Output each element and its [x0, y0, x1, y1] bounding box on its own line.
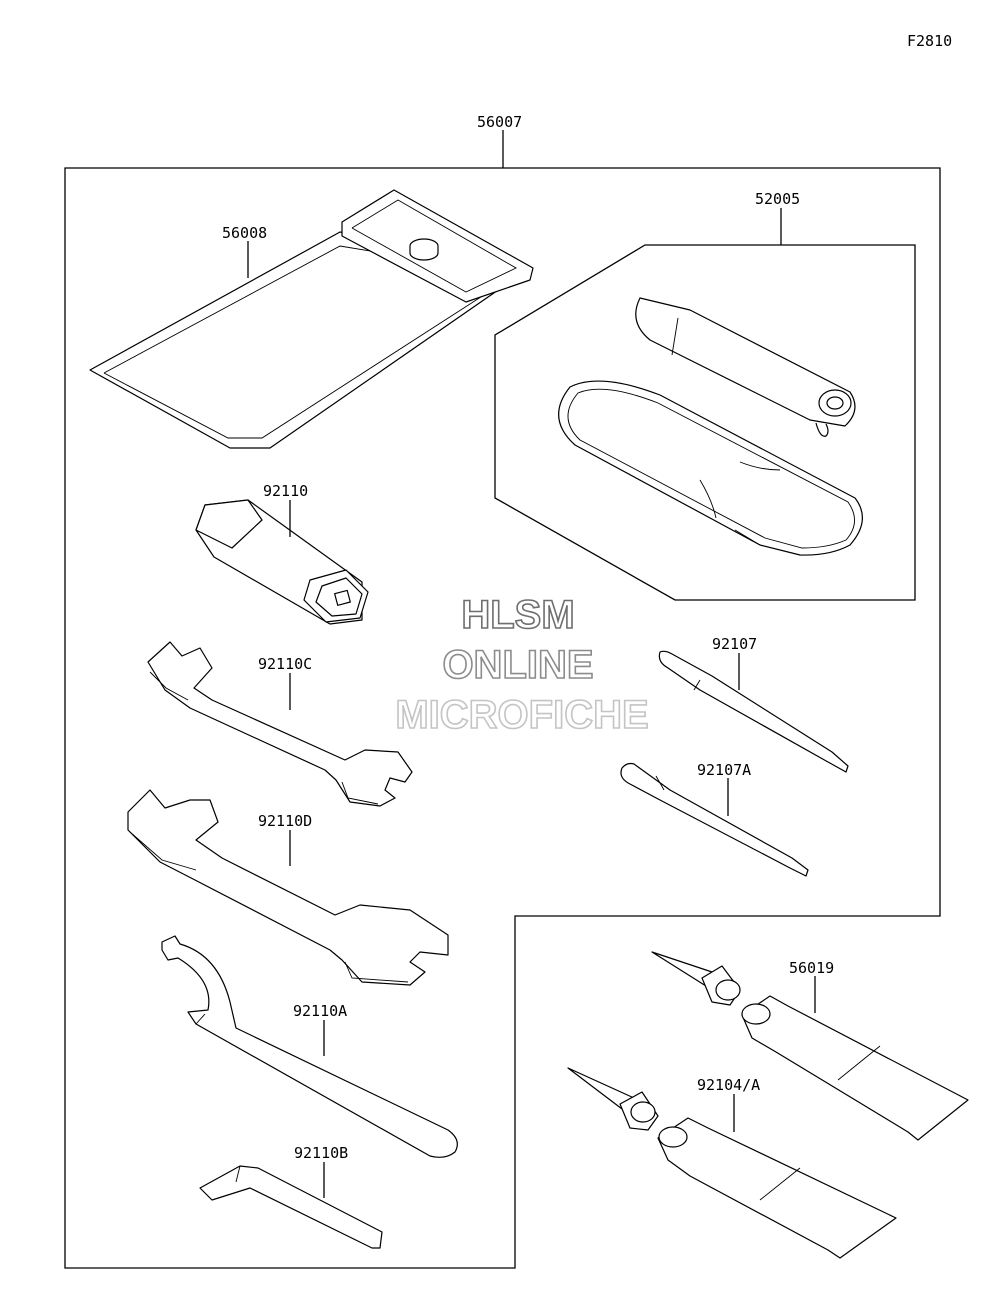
watermark-line-3: MICROFICHE — [395, 693, 648, 737]
label-pouch[interactable]: 56008 — [222, 224, 267, 242]
label-wrench-d[interactable]: 92110D — [258, 812, 312, 830]
grease-kit-outline — [494, 244, 916, 601]
open-end-wrench-c — [147, 641, 413, 807]
open-end-wrench-d — [127, 789, 449, 986]
label-assembly[interactable]: 56007 — [477, 113, 522, 131]
screwdriver-a — [620, 762, 809, 877]
label-wrench-c[interactable]: 92110C — [258, 655, 312, 673]
label-screwdriver-a[interactable]: 92107A — [697, 761, 751, 779]
label-grease-tube-a[interactable]: 92104/A — [697, 1076, 760, 1094]
grease-tube — [651, 951, 969, 1141]
assembly-outline — [64, 167, 941, 1269]
watermark-line-1: HLSM — [461, 593, 574, 637]
hex-key — [199, 1165, 383, 1249]
label-hex-key[interactable]: 92110B — [294, 1144, 348, 1162]
label-grease-kit[interactable]: 52005 — [755, 190, 800, 208]
hook-spanner — [161, 935, 458, 1158]
grease-pouch — [558, 380, 863, 556]
screwdriver — [658, 650, 849, 773]
grease-gun — [635, 297, 856, 437]
label-screwdriver[interactable]: 92107 — [712, 635, 757, 653]
label-plug-wrench[interactable]: 92110 — [263, 482, 308, 500]
tool-pouch — [89, 189, 534, 449]
label-hook-wrench[interactable]: 92110A — [293, 1002, 347, 1020]
figure-code: F2810 — [907, 32, 952, 50]
label-grease-tube[interactable]: 56019 — [789, 959, 834, 977]
spark-plug-wrench — [195, 499, 369, 625]
watermark-line-2: ONLINE — [442, 643, 593, 687]
grease-tube-a — [567, 1067, 897, 1259]
